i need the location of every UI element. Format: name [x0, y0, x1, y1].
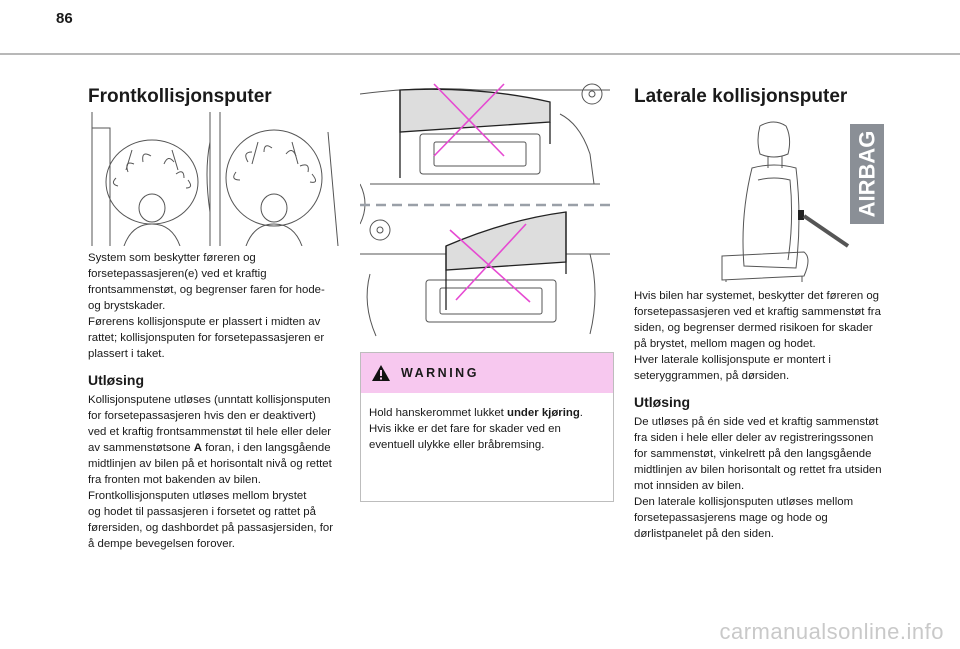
deployment-text-part-2: foran, i den langsgående midtlinjen av b…	[88, 442, 334, 550]
deployment-text-right: De utløses på én side ved et kraftig sam…	[634, 416, 882, 540]
front-airbags-intro: System som beskytter føreren og forsetep…	[88, 252, 325, 360]
front-airbags-title: Frontkollisjonsputer	[88, 86, 272, 107]
glovebox-illustration	[360, 83, 616, 337]
side-airbags-title: Laterale kollisjonsputer	[634, 86, 848, 107]
warning-header: WARNING	[361, 353, 613, 393]
warning-text-emphasis: under kjøring	[507, 407, 580, 419]
watermark: carmanualsonline.info	[719, 619, 944, 644]
side-airbags-intro: Hvis bilen har systemet, beskytter det f…	[634, 290, 881, 382]
deployment-heading-right: Utløsing	[634, 394, 690, 410]
warning-box: WARNING Hold hanskerommet lukket under k…	[360, 352, 614, 502]
airbag-badge-bg	[850, 124, 884, 224]
warning-text-pre: Hold hanskerommet lukket	[369, 407, 508, 419]
deployment-text-left: Kollisjonsputene utløses (unntatt kollis…	[88, 392, 333, 552]
deployment-text-part-1: Kollisjonsputene utløses (unntatt kollis…	[88, 394, 332, 454]
warning-title: WARNING	[401, 366, 479, 380]
warning-text-post: . Hvis ikke er det fare for skader ved e…	[369, 407, 583, 451]
warning-text: Hold hanskerommet lukket under kjøring. …	[361, 393, 613, 453]
airbag-badge: AIRBAG	[855, 131, 880, 218]
header-rule	[0, 53, 960, 55]
page-number: 86	[56, 10, 73, 27]
deployment-heading-left: Utløsing	[88, 372, 144, 388]
front-airbag-illustration	[91, 112, 339, 246]
warning-triangle-icon	[372, 365, 390, 381]
side-airbag-seat-illustration: AIRBAG	[721, 121, 884, 282]
impact-zone-label: A	[193, 442, 202, 454]
